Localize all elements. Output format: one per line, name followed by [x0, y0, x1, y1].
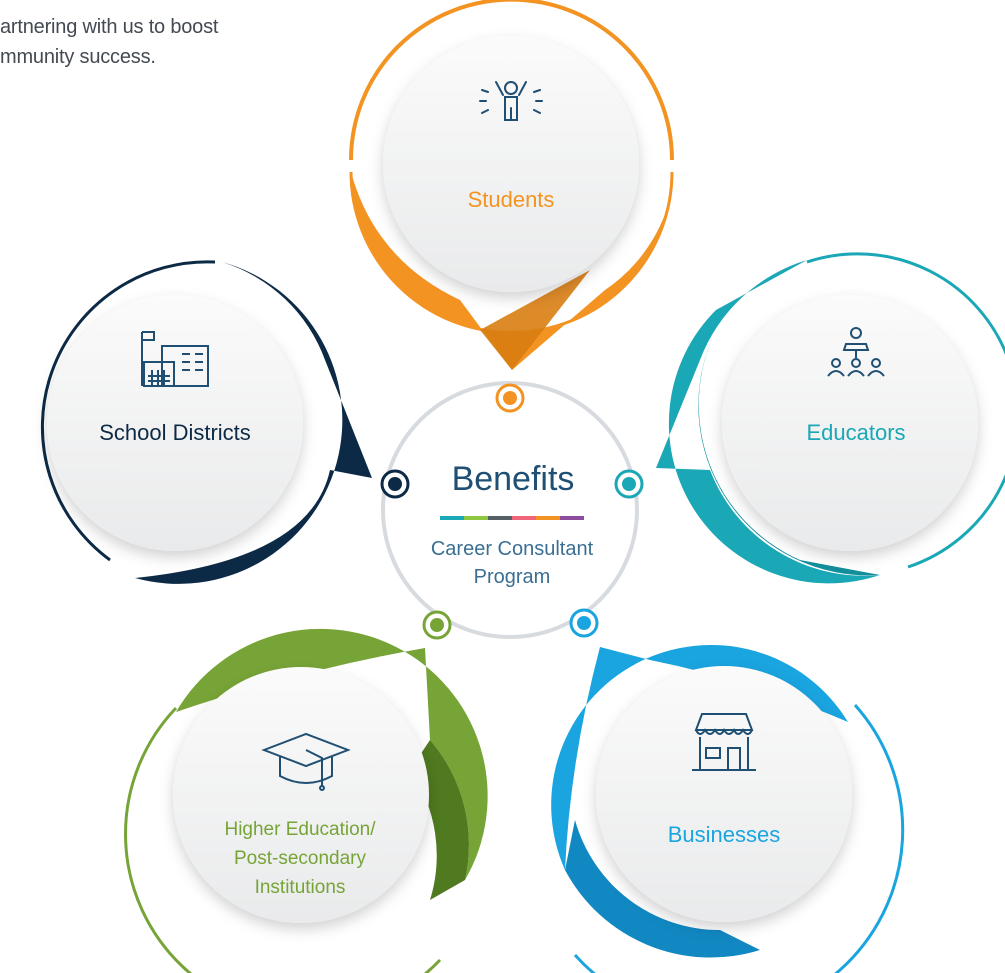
school-building-icon: [141, 331, 209, 387]
businesses-label: Businesses: [668, 822, 781, 847]
center-divider: [440, 516, 584, 520]
divider-segment: [488, 516, 512, 520]
center-ring: [381, 381, 639, 639]
higher-ed-label-line-3: Institutions: [255, 877, 346, 898]
higher-ed-disc: [173, 667, 429, 923]
node-businesses: Businesses: [551, 644, 905, 973]
storefront-icon: [692, 713, 756, 771]
businesses-disc: [596, 666, 852, 922]
intro-line-2: mmunity success.: [0, 46, 156, 68]
node-students: Students: [349, 0, 674, 370]
higher-ed-label-line-1: Higher Education/: [224, 819, 376, 840]
node-districts: School Districts: [40, 260, 372, 584]
center-title: Benefits: [452, 460, 575, 498]
divider-segment: [536, 516, 560, 520]
students-label: Students: [468, 187, 555, 212]
center-subtitle-line-2: Program: [474, 566, 551, 588]
educators-disc: [722, 295, 978, 551]
node-educators: Educators: [656, 252, 1005, 584]
presenter-audience-icon: [827, 327, 885, 377]
intro-text: artnering with us to boost mmunity succe…: [0, 12, 320, 72]
students-disc: [383, 36, 639, 292]
educators-label: Educators: [806, 420, 905, 445]
connector-businesses: [569, 608, 599, 638]
divider-segment: [560, 516, 584, 520]
connector-students: [495, 383, 525, 413]
celebrating-person-icon: [479, 81, 543, 121]
graduation-cap-icon: [261, 732, 351, 791]
districts-disc: [47, 295, 303, 551]
divider-segment: [464, 516, 488, 520]
center-hub: Benefits Career Consultant Program: [381, 381, 639, 639]
higher-ed-label-line-2: Post-secondary: [234, 848, 367, 869]
intro-line-1: artnering with us to boost: [0, 16, 219, 38]
node-higher-ed: Higher Education/ Post-secondary Institu…: [124, 628, 488, 973]
connector-districts: [380, 469, 410, 499]
connector-higher-ed: [422, 610, 452, 640]
divider-segment: [440, 516, 464, 520]
center-subtitle-line-1: Career Consultant: [431, 538, 594, 560]
districts-label: School Districts: [99, 420, 251, 445]
divider-segment: [512, 516, 536, 520]
connector-educators: [614, 469, 644, 499]
